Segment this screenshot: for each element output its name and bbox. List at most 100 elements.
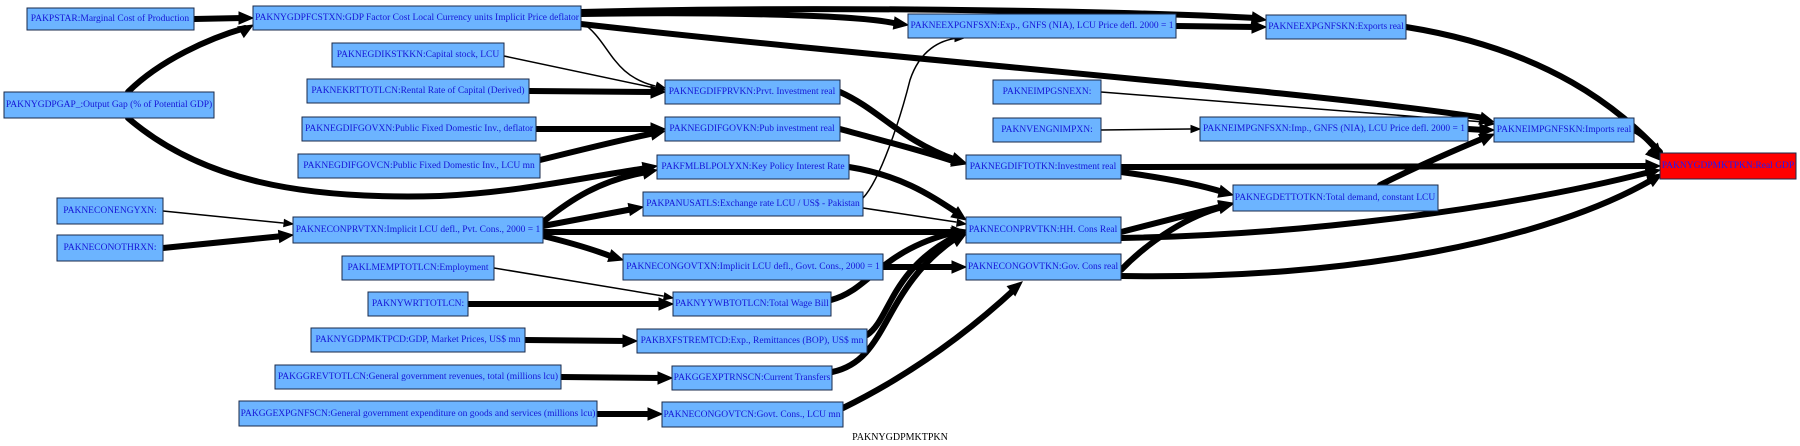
- node-capstock[interactable]: PAKNEGDIKSTKKN:Capital stock, LCU: [331, 42, 505, 68]
- edge-line: [862, 37, 959, 199]
- node-pubcn[interactable]: PAKNEGDIFGOVCN:Public Fixed Domestic Inv…: [297, 153, 541, 179]
- node-box: [622, 253, 884, 281]
- edge-line: [1118, 204, 1226, 273]
- node-box: [252, 5, 582, 31]
- node-gdpusd[interactable]: PAKNYGDPMKTPCD:GDP, Market Prices, US$ m…: [310, 327, 526, 353]
- node-label: PAKNEGDIKSTKKN:Capital stock, LCU: [337, 50, 500, 60]
- edge-line: [837, 89, 959, 163]
- diagram-nodes: PAKPSTAR:Marginal Cost of Production PAK…: [3, 5, 1797, 428]
- node-box: [672, 291, 832, 317]
- node-box: [56, 197, 164, 225]
- node-gdpfcst[interactable]: PAKNYGDPFCSTXN:GDP Factor Cost Local Cur…: [252, 5, 582, 31]
- node-employ[interactable]: PAKLMEMPTOTLCN:Employment: [341, 255, 495, 281]
- node-pubdefl[interactable]: PAKNEGDIFGOVXN:Public Fixed Domestic Inv…: [301, 116, 537, 142]
- node-expreal[interactable]: PAKNEEXPGNFSKN:Exports real: [1265, 14, 1407, 40]
- node-impreal[interactable]: PAKNEIMPGNFSKN:Imports real: [1493, 117, 1635, 143]
- node-expdefl[interactable]: PAKNEEXPGNFSXN:Exp., GNFS (NIA), LCU Pri…: [907, 13, 1177, 39]
- node-prvdefl[interactable]: PAKNECONPRVTXN:Implicit LCU defl., Pvt. …: [292, 216, 544, 244]
- node-box: [26, 7, 195, 31]
- edge-arrowhead: [1479, 123, 1496, 137]
- node-label: PAKNVENGNIMPXN:: [1001, 125, 1093, 135]
- edge-arrowhead: [950, 233, 968, 248]
- node-totdemand[interactable]: PAKNEGDETTOTKN:Total demand, constant LC…: [1232, 184, 1439, 212]
- node-gap[interactable]: PAKNYGDPGAP_:Output Gap (% of Potential …: [3, 91, 215, 119]
- edge-line: [125, 25, 248, 95]
- edge-arrowhead: [237, 24, 255, 39]
- node-wrttotl[interactable]: PAKNYWRTTOTLCN:: [367, 291, 469, 317]
- edge-line: [522, 337, 630, 344]
- edge-line: [125, 115, 650, 200]
- node-invreal[interactable]: PAKNEGDIFTOTKN:Investment real: [965, 154, 1122, 180]
- edge-line: [1173, 23, 1259, 30]
- edge-arrowhead: [950, 153, 968, 167]
- node-label: PAKNYGDPGAP_:Output Gap (% of Potential …: [6, 99, 212, 110]
- edge-line: [558, 374, 665, 381]
- node-box: [965, 253, 1122, 281]
- edge-line: [1403, 24, 1663, 155]
- edge-line: [160, 233, 286, 251]
- edge-arrowhead: [1484, 118, 1496, 128]
- edge-line: [1118, 175, 1658, 280]
- node-prvtinv[interactable]: PAKNEGDIFPRVKN:Prvt. Investment real: [664, 79, 841, 105]
- edge-arrowhead: [951, 260, 968, 274]
- node-label: PAKPSTAR:Marginal Cost of Production: [31, 13, 190, 24]
- node-box: [292, 216, 544, 244]
- node-realgdp[interactable]: PAKNYGDPMKTPKN:Real GDP: [1659, 152, 1797, 180]
- edge-arrowhead: [647, 407, 664, 421]
- diagram-edges: [125, 6, 1664, 421]
- node-label: PAKNYGDPFCSTXN:GDP Factor Cost Local Cur…: [255, 12, 580, 23]
- edge-line: [540, 206, 636, 229]
- node-box: [664, 79, 841, 105]
- edge-line: [578, 21, 1487, 121]
- node-label: PAKNEGDIFTOTKN:Investment real: [970, 162, 1117, 172]
- node-govexp[interactable]: PAKGGEXPGNFSCN:General government expend…: [238, 400, 598, 427]
- node-box: [301, 116, 537, 142]
- node-remit[interactable]: PAKBXFSTREMTCD:Exp., Remittances (BOP), …: [636, 328, 868, 354]
- edge-line: [526, 88, 658, 95]
- edge-line: [1118, 169, 1653, 241]
- node-box: [238, 400, 598, 427]
- node-box: [297, 153, 541, 179]
- node-exrate[interactable]: PAKPANUSATLS:Exchange rate LCU / US$ - P…: [642, 191, 864, 217]
- node-conengy[interactable]: PAKNECONENGYXN:: [56, 197, 164, 225]
- node-vengnimp[interactable]: PAKNVENGNIMPXN:: [992, 117, 1102, 143]
- node-box: [1232, 184, 1439, 212]
- node-label: PAKNEEXPGNFSKN:Exports real: [1268, 22, 1404, 32]
- node-box: [1493, 117, 1635, 143]
- edge-arrowhead: [657, 371, 674, 385]
- edge-arrowhead: [892, 16, 910, 30]
- node-box: [965, 216, 1122, 244]
- node-transfers[interactable]: PAKGGEXPTRNSCN:Current Transfers: [671, 365, 833, 391]
- edge-line: [862, 207, 957, 223]
- node-govdefl[interactable]: PAKNECONGOVTXN:Implicit LCU defl., Govt.…: [622, 253, 884, 281]
- edge-arrowhead: [622, 334, 639, 348]
- edge-line: [503, 55, 656, 89]
- node-hhcons[interactable]: PAKNECONPRVTKN:HH. Cons Real: [965, 216, 1122, 244]
- edge-line: [829, 235, 959, 375]
- edge-arrowhead: [1647, 142, 1663, 159]
- edge-line: [540, 169, 650, 225]
- edge-arrowhead: [956, 218, 968, 227]
- node-wagebill[interactable]: PAKNYYWBTOTLCN:Total Wage Bill: [672, 291, 832, 317]
- node-box: [992, 79, 1102, 105]
- edge-arrowhead: [658, 297, 675, 311]
- edge-line: [864, 233, 959, 338]
- node-govcons[interactable]: PAKNECONGOVTCN:Govt. Cons., LCU mn: [661, 401, 844, 428]
- node-box: [636, 328, 868, 354]
- node-impdefl[interactable]: PAKNEIMPGNFSXN:Imp., GNFS (NIA), LCU Pri…: [1199, 116, 1469, 142]
- node-box: [907, 13, 1177, 39]
- node-rental[interactable]: PAKNEKRTTOTLCN:Rental Rate of Capital (D…: [306, 78, 530, 104]
- node-conothr[interactable]: PAKNECONOTHRXN:: [56, 234, 164, 262]
- node-pakpstar[interactable]: PAKPSTAR:Marginal Cost of Production: [26, 7, 195, 31]
- edge-arrowhead: [1251, 20, 1268, 34]
- node-revenue[interactable]: PAKGGREVTOTLCN:General government revenu…: [274, 364, 562, 390]
- edge-line: [578, 10, 901, 27]
- node-box: [1659, 152, 1797, 180]
- node-interest[interactable]: PAKFMLBLPOLYXN:Key Policy Interest Rate: [656, 154, 850, 180]
- node-box: [310, 327, 526, 353]
- edge-arrowhead: [1217, 184, 1235, 198]
- node-impgsnexn[interactable]: PAKNEIMPGSNEXN:: [992, 79, 1102, 105]
- node-govreal[interactable]: PAKNECONGOVTKN:Gov. Cons real: [965, 253, 1122, 281]
- node-pubinv[interactable]: PAKNEGDIFGOVKN:Pub investment real: [664, 116, 841, 142]
- node-label: PAKNEIMPGSNEXN:: [1003, 87, 1092, 97]
